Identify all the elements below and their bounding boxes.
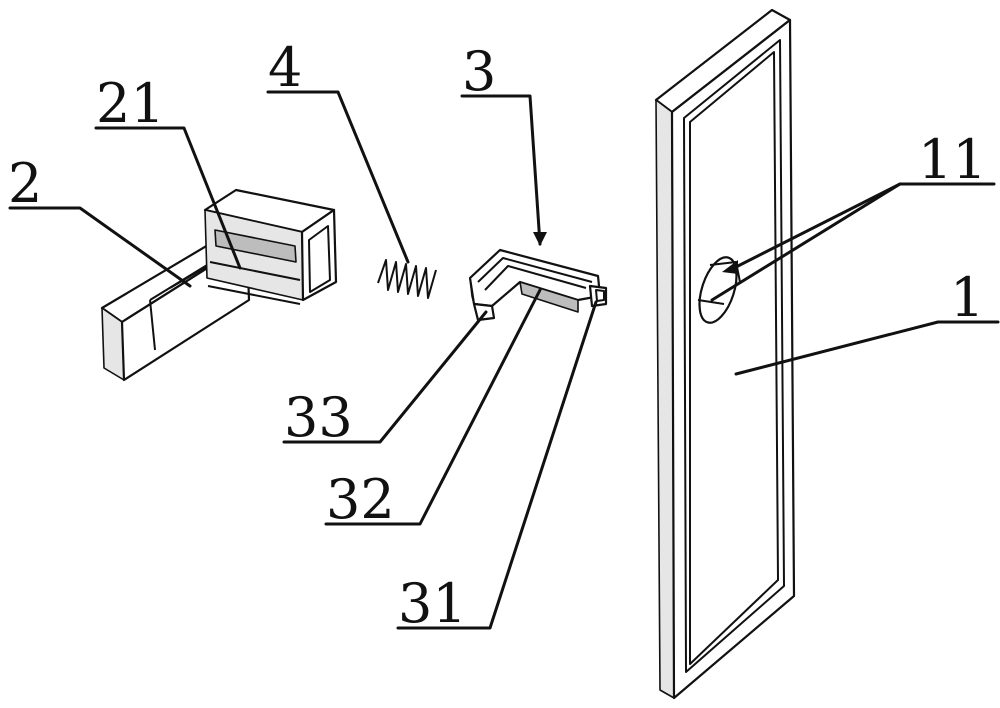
label-32: 32 bbox=[326, 468, 395, 531]
part-1-panel bbox=[654, 8, 796, 700]
label-3: 3 bbox=[462, 40, 496, 103]
part-3-slider bbox=[468, 248, 608, 322]
label-11: 11 bbox=[918, 128, 987, 191]
part-2-latch-body bbox=[100, 188, 338, 382]
label-2: 2 bbox=[8, 152, 42, 215]
label-33: 33 bbox=[284, 386, 353, 449]
label-31: 31 bbox=[398, 572, 467, 635]
label-21: 21 bbox=[96, 72, 165, 135]
label-1: 1 bbox=[950, 266, 984, 329]
label-4: 4 bbox=[268, 36, 302, 99]
reference-labels: 2 21 4 3 11 1 33 32 31 bbox=[8, 36, 987, 635]
part-4-spring bbox=[377, 259, 437, 299]
leader-lines bbox=[8, 90, 1000, 630]
